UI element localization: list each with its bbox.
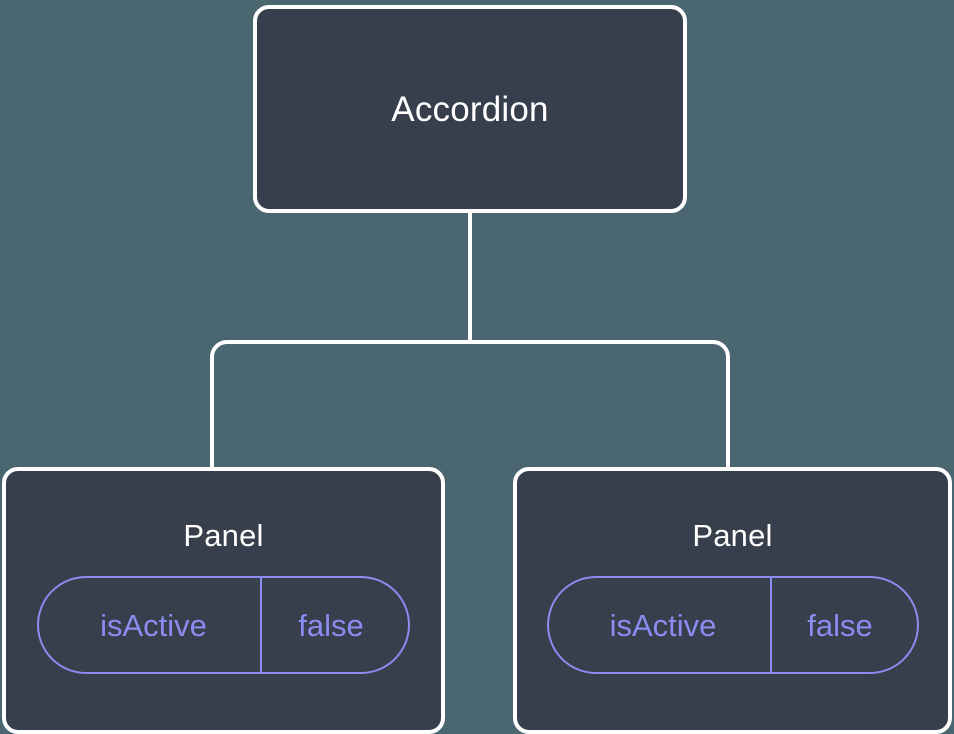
state-value-panel-0: false xyxy=(260,578,408,672)
state-badge-panel-1[interactable]: isActive false xyxy=(546,576,919,674)
node-panel-0-label: Panel xyxy=(183,518,264,553)
node-accordion-label: Accordion xyxy=(391,89,549,129)
node-panel-0[interactable]: Panel isActive false xyxy=(2,467,445,734)
node-panel-1[interactable]: Panel isActive false xyxy=(513,467,952,734)
connector-bus-left xyxy=(210,340,470,468)
node-panel-1-label: Panel xyxy=(692,518,773,553)
state-key-panel-1: isActive xyxy=(609,607,717,643)
state-badge-panel-0[interactable]: isActive false xyxy=(37,576,410,674)
node-accordion[interactable]: Accordion xyxy=(253,5,687,213)
state-key-panel-0: isActive xyxy=(100,607,207,643)
state-value-panel-1: false xyxy=(769,578,917,672)
connector-bus-right xyxy=(470,340,730,468)
